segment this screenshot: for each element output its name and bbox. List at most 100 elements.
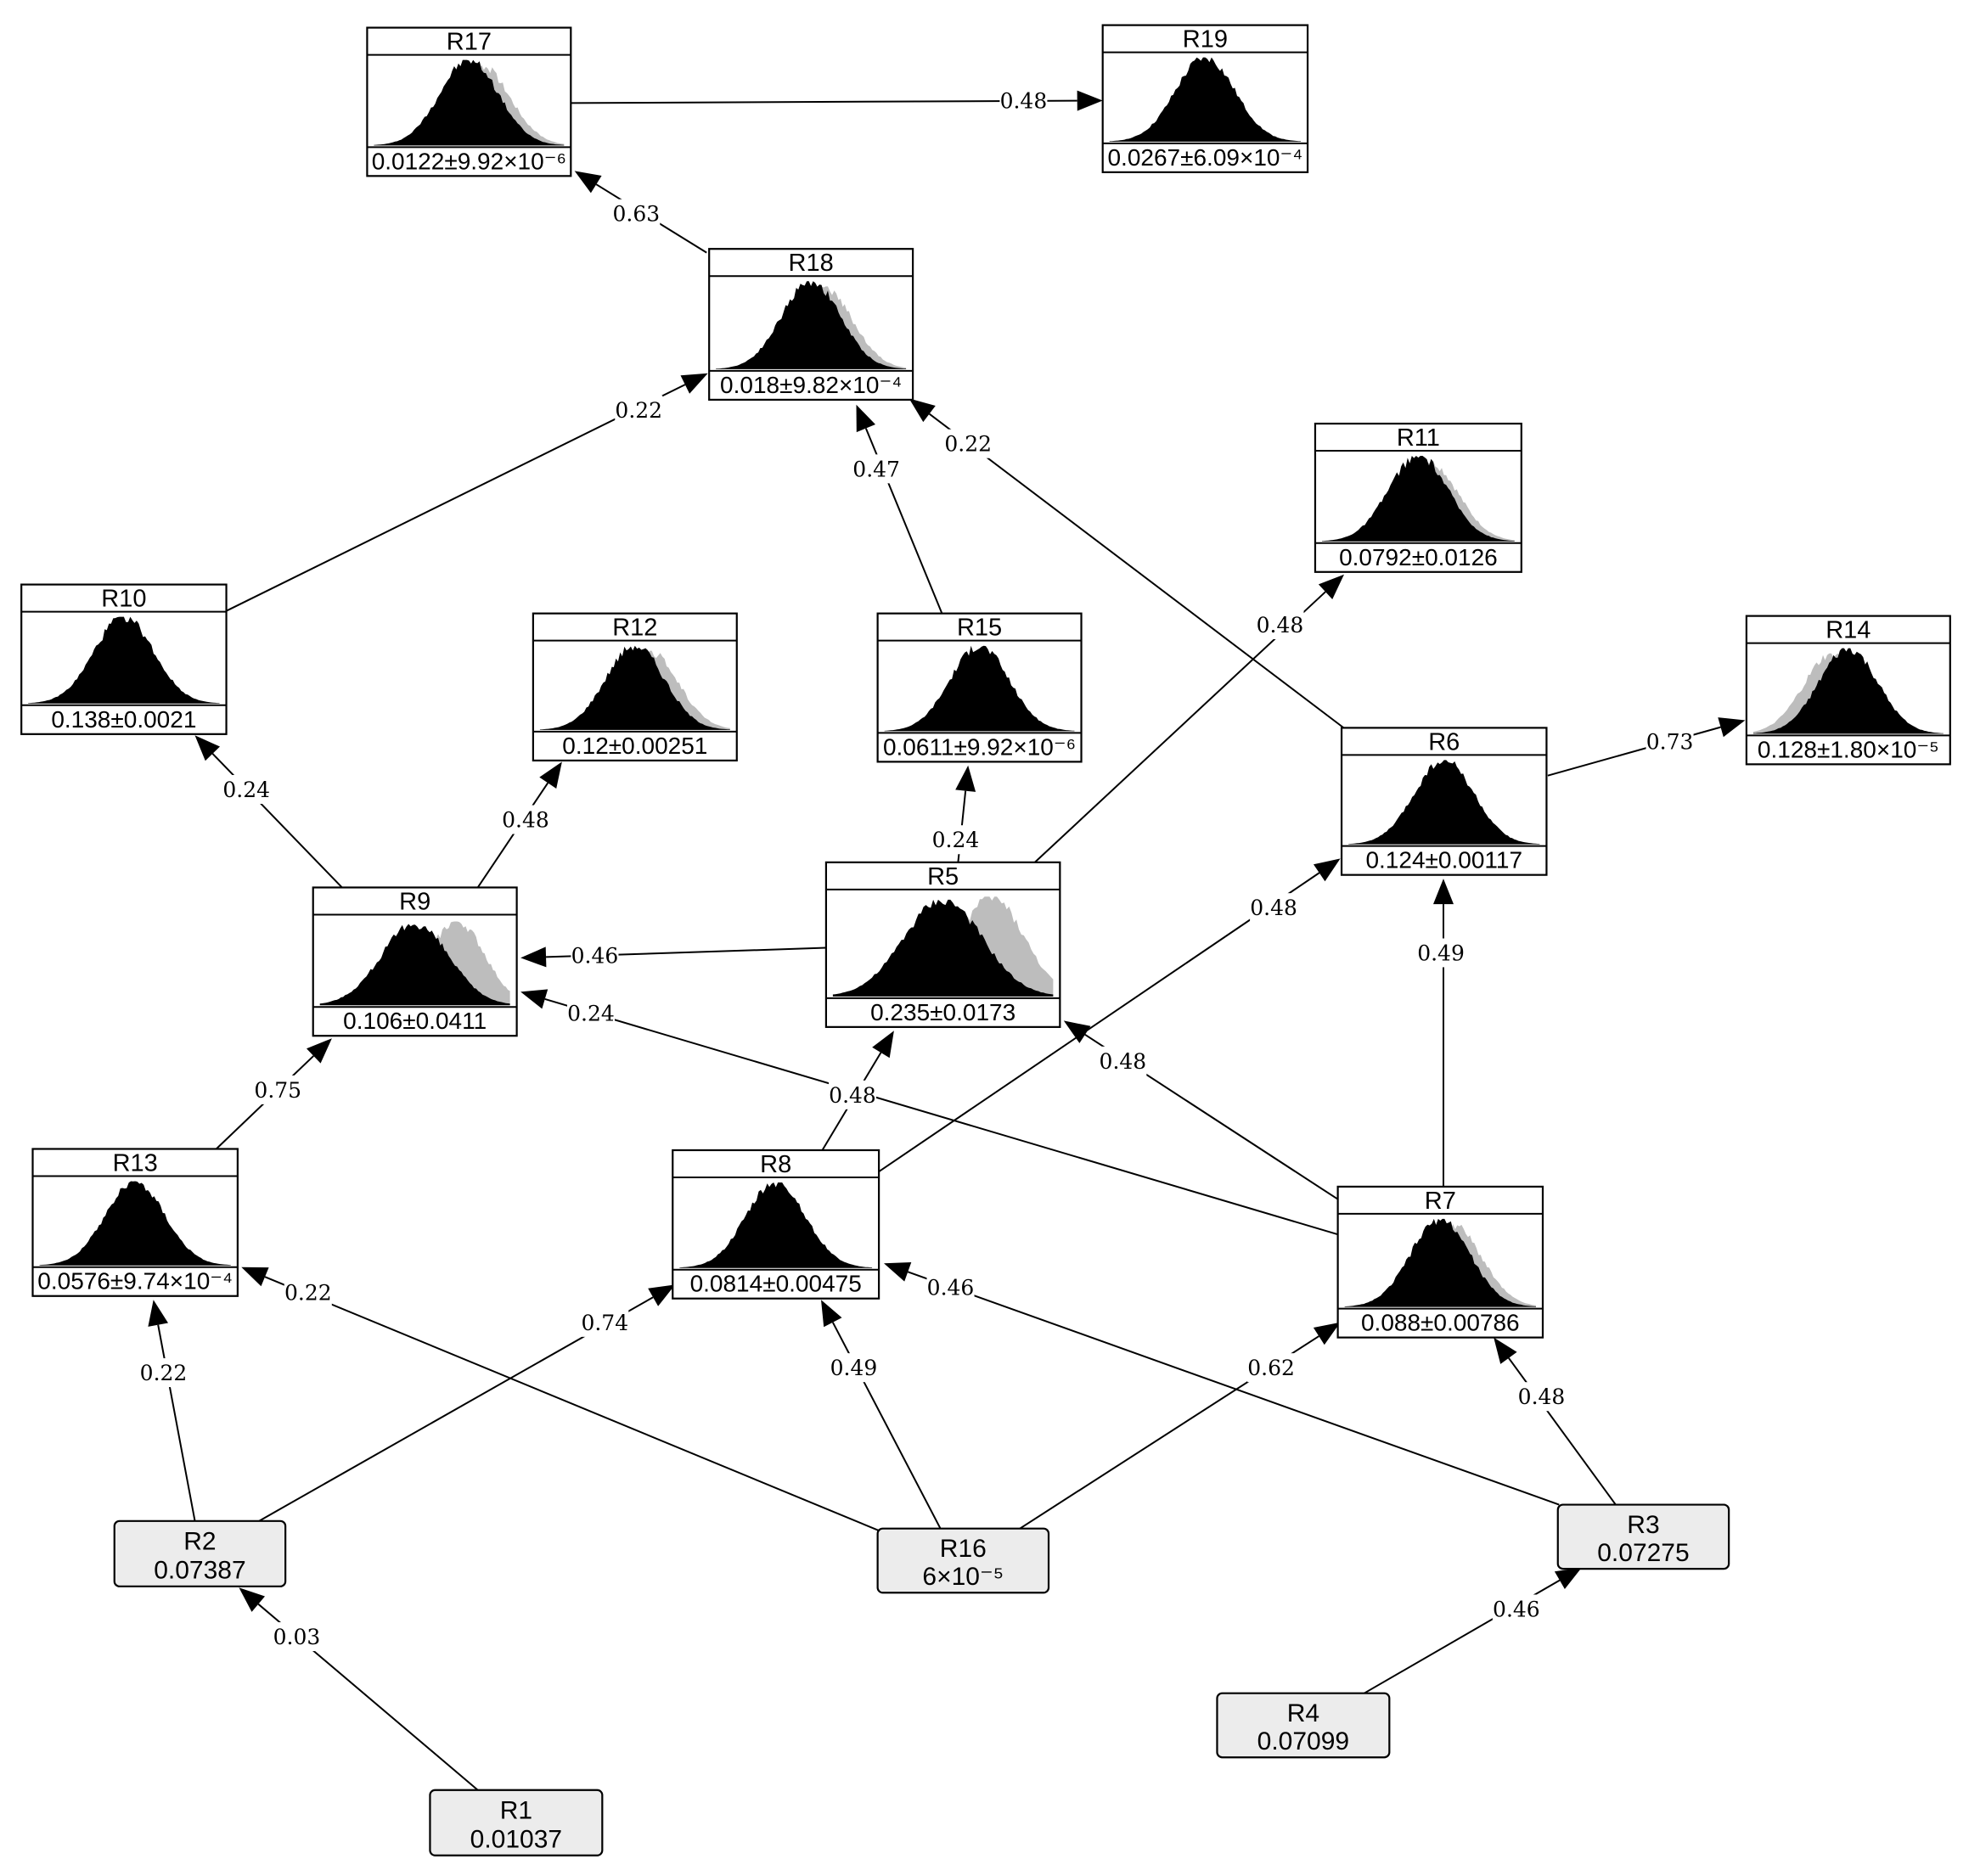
node-title: R18 [789, 250, 834, 277]
arrowhead [539, 761, 562, 789]
edge-weight-text: 0.48 [1257, 613, 1304, 638]
node-r7[interactable]: R70.088±0.00786 [1336, 1185, 1544, 1339]
primary-distribution [539, 645, 730, 730]
node-title: R7 [1425, 1188, 1456, 1215]
node-value: 0.0611±9.92×10⁻⁶ [883, 733, 1076, 760]
node-title: R8 [760, 1151, 791, 1178]
edge-line [571, 99, 1077, 104]
primary-distribution [374, 59, 565, 146]
arrowhead [520, 946, 547, 968]
arrowhead [821, 1300, 842, 1328]
edge-label-background [571, 941, 619, 970]
node-r9[interactable]: R90.106±0.0411 [312, 886, 518, 1037]
edge-r2-to-r13 [148, 1300, 196, 1522]
edge-label-background [1492, 1594, 1540, 1624]
arrowhead [856, 404, 875, 433]
node-value: 0.0267±6.09×10⁻⁴ [1107, 144, 1302, 171]
edge-line [1508, 1357, 1617, 1506]
edge-label-background [829, 1080, 877, 1109]
primary-distribution [832, 899, 1054, 997]
node-value: 0.07099 [1257, 1727, 1349, 1755]
edge-label-background [139, 1358, 188, 1388]
edge-weight-label: 0.49 [830, 1353, 878, 1383]
edge-line [878, 872, 1320, 1172]
edge-r9-to-r12 [476, 761, 562, 889]
edge-weight-text: 0.48 [1000, 88, 1048, 113]
node-r19[interactable]: R19 0.0267±6.09×10⁻⁴ [1101, 24, 1309, 173]
edge-r15-to-r18 [856, 404, 944, 616]
root-node-box [113, 1519, 287, 1587]
edge-weight-label: 0.48 [1250, 893, 1298, 923]
edge-weight-label: 0.48 [1517, 1382, 1566, 1412]
edge-weight-label: 0.73 [1646, 727, 1694, 756]
node-r2[interactable]: R20.07387 [113, 1519, 287, 1587]
edge-weight-label: 0.48 [501, 805, 549, 834]
edge-weight-label: 0.46 [1492, 1594, 1540, 1624]
edge-weight-label: 0.47 [852, 454, 901, 484]
arrowhead [520, 989, 549, 1009]
arrowhead [1313, 1322, 1341, 1345]
node-value: 0.0122±9.92×10⁻⁶ [372, 148, 566, 174]
edge-label-background [1417, 938, 1465, 968]
node-label: R3 [1627, 1511, 1659, 1539]
node-value: 0.124±0.00117 [1365, 847, 1522, 873]
edge-weight-text: 0.47 [852, 457, 900, 481]
node-title: R19 [1183, 26, 1228, 53]
edge-r6-to-r18 [909, 398, 1347, 730]
node-value: 0.235±0.0173 [870, 999, 1015, 1025]
edge-r1-to-r2 [239, 1587, 479, 1791]
edge-weight-text: 0.48 [1250, 896, 1297, 920]
primary-distribution [1109, 57, 1302, 142]
primary-distribution [1348, 760, 1540, 845]
node-value: 0.12±0.00251 [562, 733, 707, 759]
arrowhead [955, 765, 976, 792]
node-r5[interactable]: R5 0.235±0.0173 [824, 861, 1061, 1028]
edge-weight-text: 0.48 [1518, 1385, 1566, 1409]
edge-label-background [926, 1272, 975, 1302]
edge-weight-text: 0.73 [1646, 730, 1694, 755]
node-r3[interactable]: R30.07275 [1556, 1503, 1730, 1570]
edge-weight-label: 0.22 [284, 1278, 332, 1307]
edge-label-background [1517, 1382, 1566, 1412]
node-label: R4 [1287, 1699, 1319, 1727]
edge-r9-to-r10 [194, 735, 343, 889]
arrowhead [239, 1587, 265, 1612]
edge-weight-text: 0.22 [140, 1361, 188, 1385]
nodes-layer: R170.0122±9.92×10⁻⁶R190.0267±6.09×10⁻⁴R1… [20, 24, 1951, 1856]
arrowhead [680, 373, 708, 394]
root-node-box [429, 1789, 604, 1856]
edge-weight-text: 0.49 [1417, 941, 1465, 965]
node-r4[interactable]: R40.07099 [1216, 1692, 1391, 1759]
edge-weight-text: 0.49 [830, 1356, 878, 1380]
primary-distribution [884, 645, 1075, 732]
edge-label-background [254, 1075, 302, 1104]
node-r1[interactable]: R10.01037 [429, 1789, 604, 1856]
edge-line [1547, 726, 1721, 777]
edge-line [928, 413, 1347, 730]
edge-weight-label: 0.03 [273, 1622, 321, 1652]
edge-weight-label: 0.22 [944, 429, 993, 458]
edge-weight-text: 0.03 [273, 1625, 321, 1649]
edge-weight-label: 0.22 [615, 395, 663, 424]
node-value: 0.01037 [470, 1825, 562, 1853]
node-title: R5 [927, 863, 959, 890]
edge-line [211, 753, 343, 889]
node-title: R14 [1826, 617, 1871, 644]
edge-label-background [273, 1622, 321, 1652]
edge-r16-to-r8 [821, 1300, 943, 1532]
node-r8[interactable]: R80.0814±0.00475 [672, 1149, 880, 1300]
edge-weight-label: 0.63 [612, 199, 661, 228]
node-r6[interactable]: R60.124±0.00117 [1340, 727, 1548, 876]
root-node-box [876, 1527, 1050, 1594]
edge-label-background [501, 805, 549, 834]
